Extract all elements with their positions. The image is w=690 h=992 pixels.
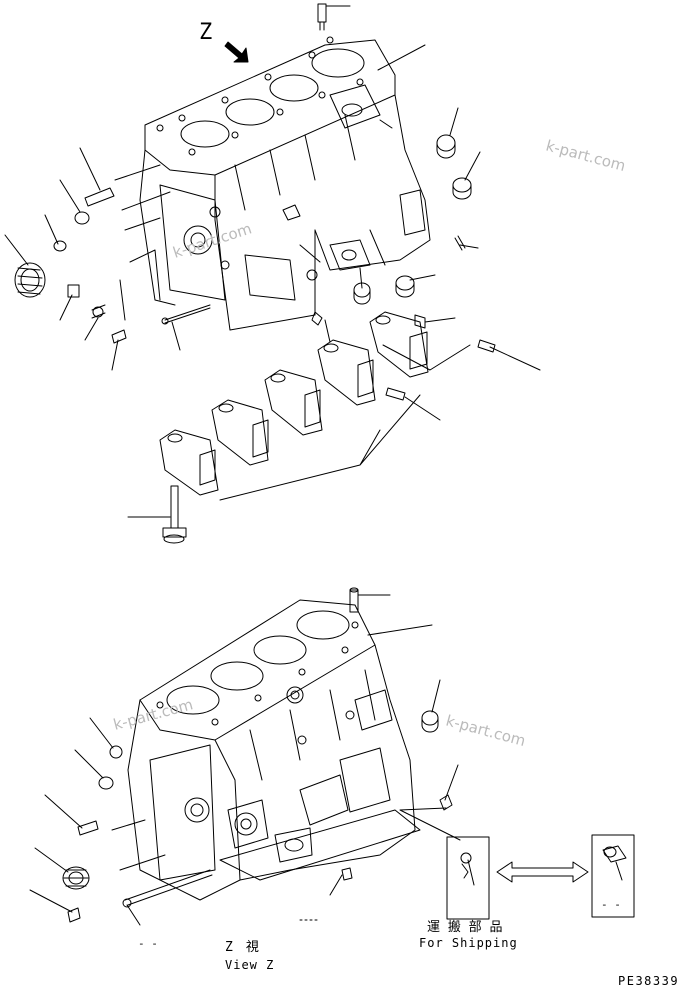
replacement-box-caption: - - (601, 898, 621, 911)
view-z-arrow (224, 41, 249, 63)
view-z-title-en: View Z (225, 958, 274, 972)
watermark-1: k-part.com (544, 136, 628, 175)
shipping-exchange-arrow (496, 861, 589, 883)
cylinder-block-top (139, 36, 431, 331)
left-parts-bottom (62, 745, 213, 923)
view-z-title-jp: Z 視 (225, 940, 259, 955)
cylinder-block-view-z (127, 599, 421, 901)
watermark-3: k-part.com (111, 695, 195, 734)
shipping-part-box (446, 836, 490, 920)
watermark-2: k-part.com (171, 219, 254, 261)
shipping-label-jp: 運 搬 部 品 (427, 920, 502, 935)
leader-lines-top (4, 5, 541, 518)
left-caption: - - (138, 937, 158, 950)
leader-lines-bottom (29, 594, 461, 926)
right-parts-bottom (341, 587, 453, 881)
right-parts-top (282, 3, 496, 401)
replacement-part-box (591, 834, 635, 918)
left-parts-top (14, 164, 211, 344)
drawing-number: PE38339 (618, 974, 679, 988)
shipping-label-en: For Shipping (419, 936, 518, 950)
view-marker-label: Z (199, 20, 212, 45)
main-bearing-caps (159, 311, 429, 544)
watermark-4: k-part.com (444, 711, 528, 750)
